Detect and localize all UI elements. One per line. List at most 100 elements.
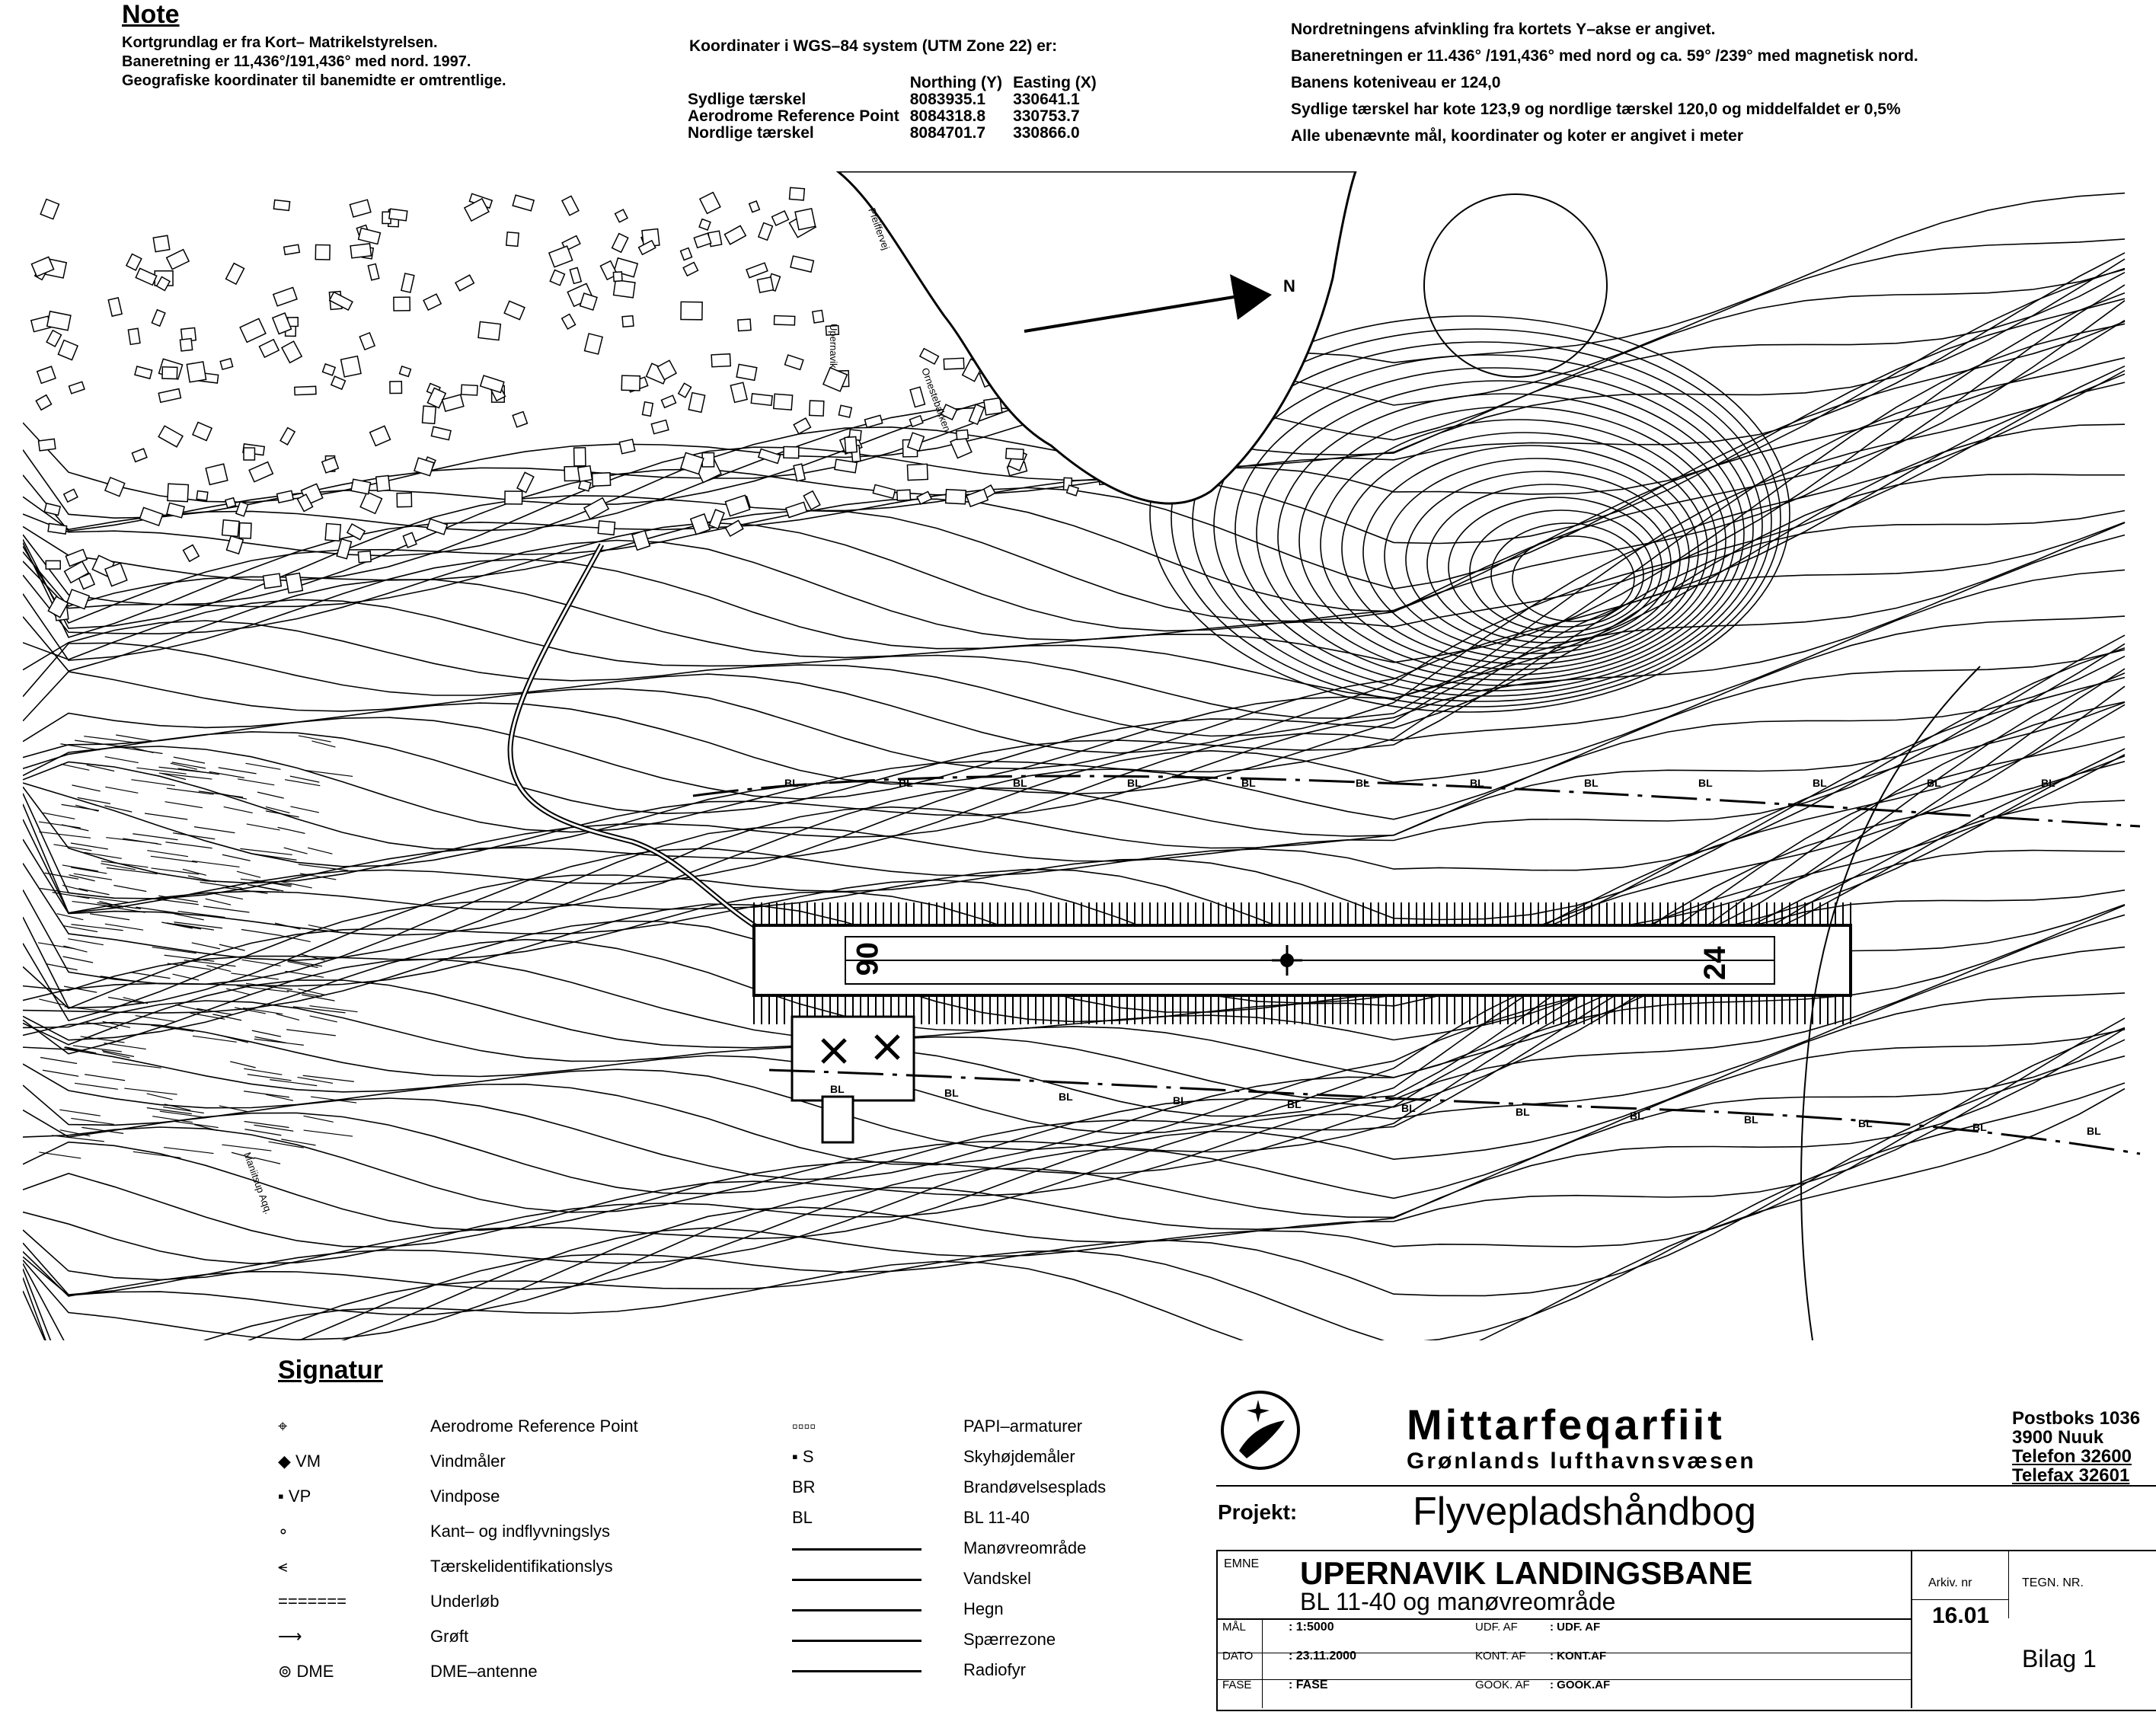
- contour-line: [1235, 367, 1754, 692]
- approach-circle: [1423, 193, 1608, 378]
- slope-mark: [254, 1036, 286, 1043]
- building: [37, 438, 56, 452]
- slope-mark: [308, 924, 339, 932]
- address-line: 3900 Nuuk: [2012, 1427, 2104, 1448]
- slope-mark: [147, 850, 189, 858]
- meta-value: : KONT.AF: [1550, 1650, 1607, 1662]
- building: [679, 247, 693, 261]
- slope-mark: [222, 1144, 272, 1151]
- building: [460, 384, 478, 396]
- meta-key: KONT. AF: [1475, 1650, 1526, 1662]
- building: [205, 463, 228, 486]
- slope-mark: [222, 886, 268, 894]
- building: [794, 207, 816, 231]
- building: [896, 489, 912, 502]
- building: [45, 560, 61, 570]
- coordinate-row: Sydlige tærskel 8083935.1 330641.1: [688, 91, 1107, 108]
- contour-line: [23, 701, 2126, 1022]
- slope-mark: [238, 778, 275, 786]
- building: [414, 457, 435, 477]
- aerodrome-reference-point-icon: [1272, 945, 1302, 976]
- building: [421, 405, 437, 425]
- slope-mark: [219, 1105, 250, 1113]
- meta-key: FASE: [1222, 1678, 1252, 1691]
- building: [375, 474, 391, 492]
- slope-mark: [37, 942, 75, 950]
- mittarfeqarfiit-logo-icon: [1221, 1391, 1300, 1470]
- meta-value: : GOOK.AF: [1550, 1678, 1611, 1691]
- building: [504, 490, 523, 505]
- building: [660, 394, 677, 409]
- slope-mark: [150, 855, 198, 863]
- building: [400, 273, 415, 293]
- slope-mark: [283, 847, 308, 854]
- contour-line: [23, 1088, 2126, 1340]
- legend-label: Vindpose: [430, 1487, 500, 1506]
- building: [621, 375, 641, 391]
- building: [152, 235, 171, 253]
- building: [219, 357, 234, 371]
- slope-mark: [158, 772, 212, 780]
- slope-mark: [38, 821, 81, 829]
- slope-mark: [71, 1117, 114, 1126]
- slope-mark: [286, 989, 322, 998]
- building: [944, 488, 967, 505]
- building: [688, 391, 706, 414]
- building: [441, 394, 465, 412]
- building: [350, 243, 372, 259]
- legend-label: Kant– og indflyvningslys: [430, 1522, 611, 1541]
- contour-line: [23, 292, 2126, 641]
- building: [682, 261, 699, 277]
- slope-mark: [174, 913, 204, 921]
- building: [478, 321, 502, 341]
- slope-mark: [99, 900, 123, 909]
- slope-mark: [78, 888, 110, 896]
- building: [793, 463, 807, 482]
- slope-mark: [151, 867, 200, 875]
- slope-mark: [256, 880, 292, 887]
- building: [155, 276, 171, 292]
- slope-mark: [76, 895, 128, 903]
- slope-mark: [80, 1036, 125, 1043]
- legend-label: Vindmåler: [430, 1452, 506, 1471]
- slope-mark: [236, 985, 289, 993]
- building: [784, 354, 804, 371]
- slope-mark: [107, 906, 145, 913]
- slope-mark: [163, 1106, 204, 1114]
- legend-symbol: ◆ VM: [278, 1452, 321, 1471]
- slope-mark: [209, 771, 244, 778]
- slope-mark: [46, 963, 78, 971]
- legend-symbol: [792, 1660, 921, 1680]
- slope-mark: [206, 965, 232, 973]
- boundary-label: BL: [1630, 1110, 1644, 1122]
- slope-mark: [123, 997, 149, 1005]
- slope-mark: [184, 960, 236, 967]
- legend-label: Vandskel: [963, 1569, 1031, 1588]
- slope-mark: [152, 1116, 193, 1123]
- coord-northing: 8084701.7: [909, 124, 986, 142]
- slope-mark: [129, 972, 171, 979]
- legend-label: Tærskelidentifikationslys: [430, 1557, 613, 1576]
- slope-mark: [72, 784, 101, 792]
- building: [158, 425, 184, 448]
- contour-line: [23, 914, 2126, 1248]
- building: [192, 421, 213, 442]
- building: [221, 519, 240, 538]
- slope-mark: [244, 1129, 282, 1136]
- building: [35, 394, 53, 411]
- slope-mark: [177, 768, 219, 775]
- slope-mark: [106, 837, 158, 845]
- building: [811, 309, 825, 324]
- slope-mark: [89, 913, 130, 921]
- building: [182, 544, 200, 563]
- boundary-label: BL: [1059, 1091, 1073, 1103]
- building: [512, 194, 535, 212]
- tegn-label: TEGN. NR.: [2022, 1576, 2084, 1589]
- boundary-label: BL: [1516, 1106, 1530, 1118]
- building: [689, 513, 711, 535]
- slope-mark: [166, 787, 214, 795]
- aircraft-icon: [821, 1034, 900, 1064]
- north-arrow-icon: [1024, 274, 1272, 333]
- slope-mark: [174, 1120, 219, 1129]
